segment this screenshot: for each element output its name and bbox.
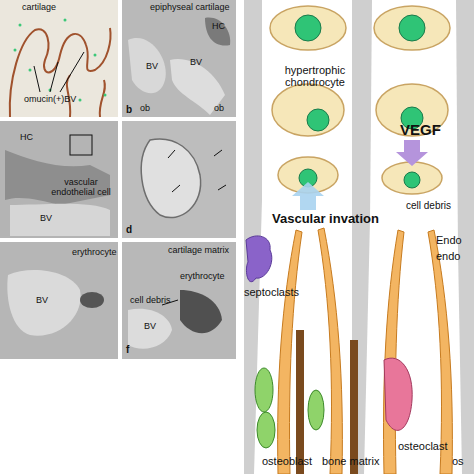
panel-text: cartilage matrix xyxy=(168,246,229,256)
panel-text: BV xyxy=(190,58,202,68)
cell-label: cell debris xyxy=(406,200,451,211)
micrograph-panel xyxy=(0,121,118,238)
leader-arrows xyxy=(34,52,84,92)
cell-label: endo xyxy=(436,250,460,262)
panel-text: cell debris xyxy=(130,296,171,306)
panel-text: ob xyxy=(140,104,150,114)
signal-label: VEGF xyxy=(400,122,441,139)
panel-text: erythrocyte xyxy=(72,248,117,258)
panel-letter: f xyxy=(126,344,129,355)
cell-label: Endo xyxy=(436,234,462,246)
cell-label: septoclasts xyxy=(244,286,299,298)
panel-text: ob xyxy=(214,104,224,114)
panel-text: epiphyseal cartilage xyxy=(150,3,230,13)
schematic xyxy=(244,0,474,474)
panel-text: BV xyxy=(146,62,158,72)
micrograph-panel xyxy=(122,242,236,359)
micrograph-panel xyxy=(122,121,236,238)
panel-text: omucin(+)BV xyxy=(24,95,76,105)
vessel-loops xyxy=(10,28,111,117)
panel-letter: d xyxy=(126,224,132,235)
panel-text: BV xyxy=(144,322,156,332)
nuclei-dots xyxy=(14,19,107,102)
process-label: Vascular invation xyxy=(272,212,379,226)
cell-label: osteoblast xyxy=(262,455,312,467)
leader-arrows xyxy=(168,150,226,192)
cell-label: os xyxy=(452,455,464,467)
cell-label: osteoclast xyxy=(398,440,448,452)
panel-text: vascular endothelial cell xyxy=(44,178,118,198)
panel-text: BV xyxy=(36,296,48,306)
micrograph-panel xyxy=(0,0,118,117)
panel-text: cartilage xyxy=(22,3,56,13)
panel-text: erythrocyte xyxy=(180,272,225,282)
cell-label: hypertrophic chondrocyte xyxy=(270,64,360,88)
panel-text: BV xyxy=(40,214,52,224)
cell-label: bone matrix xyxy=(322,455,379,467)
micrograph-panel xyxy=(122,0,236,117)
micrograph-panel xyxy=(0,242,118,359)
panel-text: HC xyxy=(20,133,33,143)
panel-letter: b xyxy=(126,104,132,115)
panel-text: HC xyxy=(212,22,225,32)
